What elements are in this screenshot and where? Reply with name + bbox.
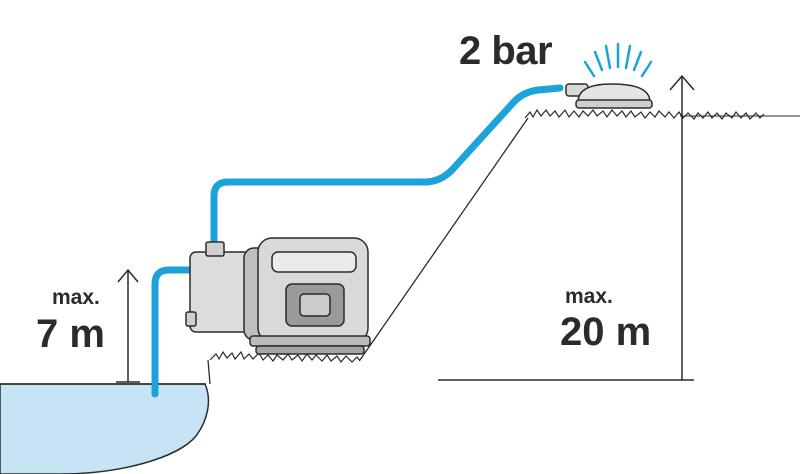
pressure-label: 2 bar bbox=[459, 29, 553, 73]
delivery-height-value: 20 m bbox=[560, 310, 652, 354]
arrow-up-icon bbox=[116, 268, 140, 383]
suction-height-value: 7 m bbox=[36, 312, 105, 356]
water-pump-icon bbox=[185, 237, 371, 355]
slope-line bbox=[207, 117, 529, 385]
suction-hose bbox=[151, 266, 196, 398]
pressure-hose bbox=[210, 84, 564, 250]
suction-height-prefix: max. bbox=[52, 286, 100, 309]
arrow-up-icon bbox=[438, 74, 695, 381]
water-reservoir bbox=[0, 383, 210, 474]
sprinkler-icon bbox=[565, 42, 653, 109]
delivery-height-prefix: max. bbox=[565, 285, 613, 308]
